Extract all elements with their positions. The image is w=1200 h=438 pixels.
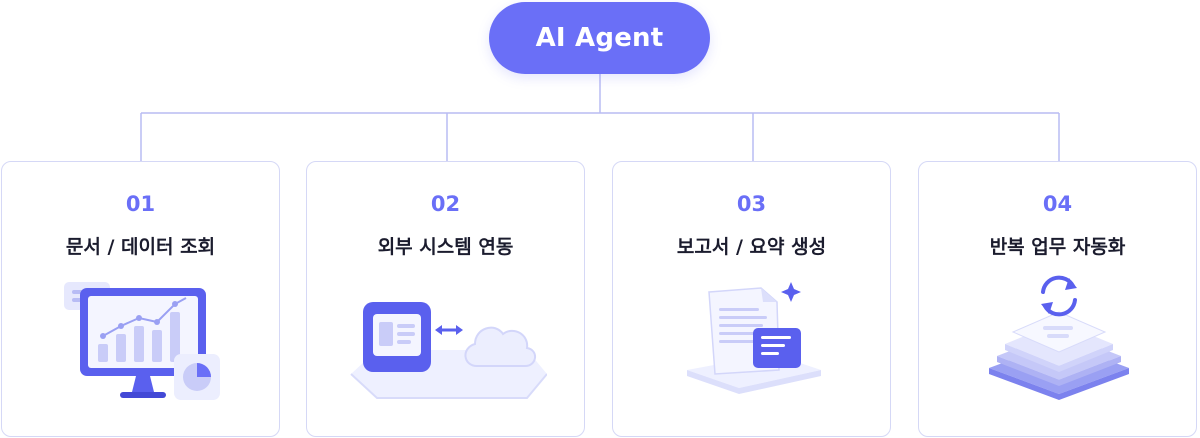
card-title: 문서 / 데이터 조회 <box>65 236 216 258</box>
card-number: 03 <box>736 192 767 216</box>
card-title: 외부 시스템 연동 <box>377 236 514 258</box>
card-number: 02 <box>430 192 461 216</box>
card-repetitive-task-automation: 04 반복 업무 자동화 <box>918 161 1197 437</box>
card-title: 보고서 / 요약 생성 <box>676 236 827 258</box>
chart-monitor-icon <box>64 282 220 400</box>
root-label: AI Agent <box>535 23 664 53</box>
card-number: 04 <box>1042 192 1073 216</box>
system-cloud-sync-icon <box>350 302 547 399</box>
card-document-data-lookup: 01 문서 / 데이터 조회 <box>1 161 280 437</box>
card-number: 01 <box>125 192 156 216</box>
card-title: 반복 업무 자동화 <box>989 236 1126 258</box>
card-external-system-integration: 02 외부 시스템 연동 <box>306 161 585 437</box>
report-document-icon <box>687 282 821 394</box>
ai-agent-root-node: AI Agent <box>489 2 710 74</box>
card-report-summary-generation: 03 보고서 / 요약 생성 <box>612 161 891 437</box>
sync-stack-icon <box>989 275 1129 400</box>
